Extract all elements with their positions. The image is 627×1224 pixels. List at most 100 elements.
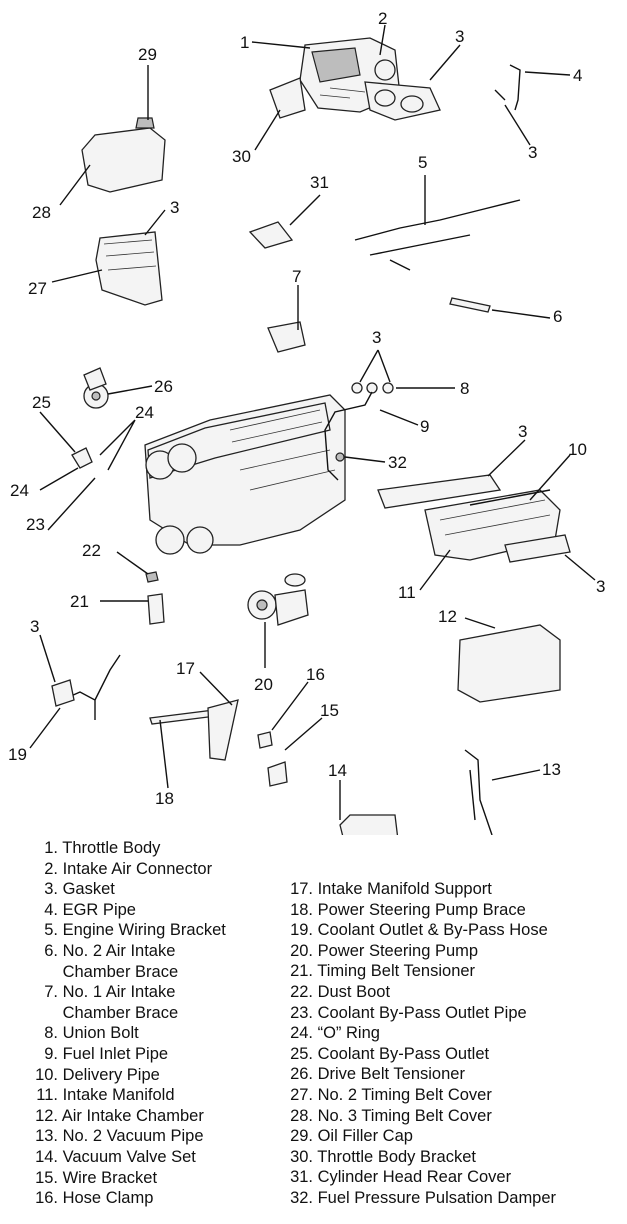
vacuum-pipe-drawing xyxy=(464,749,493,835)
legend-item-2: 2. Intake Air Connector xyxy=(44,859,213,878)
legend-item-1: 1. Throttle Body xyxy=(44,839,161,857)
hose-clamp-drawing xyxy=(257,731,273,749)
wire-bracket-drawing xyxy=(267,761,288,787)
callout-15: 15 xyxy=(320,701,339,720)
callout-29: 29 xyxy=(138,45,157,64)
legend-item-30: 30. Throttle Body Bracket xyxy=(290,1147,476,1166)
legend-item-6: 6. No. 2 Air Intake xyxy=(44,941,176,960)
manifold-support-drawing xyxy=(207,699,239,761)
lower-gasket-drawing xyxy=(504,534,571,563)
legend-item-7: 7. No. 1 Air Intake xyxy=(44,983,176,1002)
callout-6: 6 xyxy=(553,307,562,326)
timing-cover-3-drawing xyxy=(81,127,166,193)
callout-3g: 3 xyxy=(30,617,39,636)
callout-5: 5 xyxy=(418,153,427,172)
damper-drawing xyxy=(335,452,345,462)
legend-item-23: 23. Coolant By-Pass Outlet Pipe xyxy=(290,1003,527,1022)
legend-item-13: 13. No. 2 Vacuum Pipe xyxy=(35,1127,204,1146)
fuel-inlet-pipe-drawing xyxy=(324,382,394,481)
legend-item-27: 27. No. 2 Timing Belt Cover xyxy=(290,1085,492,1104)
callout-28: 28 xyxy=(32,203,51,222)
callout-10: 10 xyxy=(568,440,587,459)
callout-18: 18 xyxy=(155,789,174,808)
callout-3f: 3 xyxy=(596,577,605,596)
egr-pipe-drawing xyxy=(494,64,521,111)
legend-item-6-cont: Chamber Brace xyxy=(62,962,179,981)
dust-boot-drawing xyxy=(145,571,159,583)
coolant-outlet-drawing xyxy=(71,447,93,469)
callout-26: 26 xyxy=(154,377,173,396)
legend-item-32: 32. Fuel Pressure Pulsation Damper xyxy=(290,1188,557,1207)
callout-12: 12 xyxy=(438,607,457,626)
callout-7: 7 xyxy=(292,267,301,286)
leader-lines xyxy=(29,24,596,820)
callout-27: 27 xyxy=(28,279,47,298)
timing-belt-tensioner-drawing xyxy=(147,593,165,625)
legend-item-18: 18. Power Steering Pump Brace xyxy=(290,900,526,919)
callout-19: 19 xyxy=(8,745,27,764)
legend-item-20: 20. Power Steering Pump xyxy=(290,941,479,960)
throttle-body-bracket-drawing xyxy=(269,77,306,119)
legend-item-8: 8. Union Bolt xyxy=(44,1024,139,1043)
callout-8: 8 xyxy=(460,379,469,398)
legend-item-9: 9. Fuel Inlet Pipe xyxy=(44,1044,169,1063)
callout-4: 4 xyxy=(573,66,582,85)
callout-22: 22 xyxy=(82,541,101,560)
callout-23: 23 xyxy=(26,515,45,534)
legend-right-column: 17. Intake Manifold Support 18. Power St… xyxy=(285,879,615,1209)
manifold-gasket-drawing xyxy=(377,474,502,509)
callout-20: 20 xyxy=(254,675,273,694)
drive-belt-tensioner-drawing xyxy=(83,367,109,409)
callout-24b: 24 xyxy=(10,481,29,500)
engine-block-drawing xyxy=(144,394,346,555)
legend-item-11: 11. Intake Manifold xyxy=(36,1086,175,1105)
exploded-engine-diagram: 1 2 3 4 3 29 30 28 31 5 3 27 7 6 3 26 8 … xyxy=(8,9,605,835)
callout-14: 14 xyxy=(328,761,347,780)
legend-item-19: 19. Coolant Outlet & By-Pass Hose xyxy=(290,921,548,940)
legend-item-31: 31. Cylinder Head Rear Cover xyxy=(290,1168,512,1187)
legend-item-25: 25. Coolant By-Pass Outlet xyxy=(290,1044,490,1063)
callout-3e: 3 xyxy=(518,422,527,441)
power-steering-pump-drawing xyxy=(247,573,309,626)
legend-item-28: 28. No. 3 Timing Belt Cover xyxy=(290,1106,492,1125)
legend-item-5: 5. Engine Wiring Bracket xyxy=(44,921,226,940)
legend-item-17: 17. Intake Manifold Support xyxy=(290,880,492,898)
callout-25: 25 xyxy=(32,393,51,412)
callout-3d: 3 xyxy=(372,328,381,347)
brace-6-drawing xyxy=(449,297,491,313)
callout-3c: 3 xyxy=(170,198,179,217)
legend-item-15: 15. Wire Bracket xyxy=(35,1168,158,1187)
callout-30: 30 xyxy=(232,147,251,166)
legend-item-22: 22. Dust Boot xyxy=(290,982,391,1001)
callout-1: 1 xyxy=(240,33,249,52)
callout-16: 16 xyxy=(306,665,325,684)
legend-left-column: 1. Throttle Body 2. Intake Air Connector… xyxy=(30,838,295,1209)
callout-24a: 24 xyxy=(135,403,154,422)
legend-item-4: 4. EGR Pipe xyxy=(44,900,136,919)
callout-3a: 3 xyxy=(455,27,464,46)
legend-item-29: 29. Oil Filler Cap xyxy=(290,1127,413,1146)
callout-3b: 3 xyxy=(528,143,537,162)
wiring-bracket-drawing xyxy=(354,199,521,271)
vacuum-valve-set-drawing xyxy=(339,814,399,835)
air-intake-chamber-drawing xyxy=(457,624,561,703)
legend-item-12: 12. Air Intake Chamber xyxy=(35,1106,204,1125)
callout-21: 21 xyxy=(70,592,89,611)
callout-13: 13 xyxy=(542,760,561,779)
legend-item-3: 3. Gasket xyxy=(44,880,115,899)
callout-9: 9 xyxy=(420,417,429,436)
legend-item-7-cont: Chamber Brace xyxy=(62,1003,179,1022)
legend-item-16: 16. Hose Clamp xyxy=(35,1189,154,1208)
legend-item-26: 26. Drive Belt Tensioner xyxy=(290,1065,465,1084)
callout-32: 32 xyxy=(388,453,407,472)
callout-2: 2 xyxy=(378,9,387,28)
legend-item-14: 14. Vacuum Valve Set xyxy=(35,1147,196,1166)
legend-item-10: 10. Delivery Pipe xyxy=(35,1065,160,1084)
legend-item-24: 24. “O” Ring xyxy=(290,1024,380,1043)
gasket-top-drawing xyxy=(364,81,441,121)
brace-7-drawing xyxy=(267,321,306,353)
oil-filler-cap-drawing xyxy=(135,117,155,129)
head-rear-cover-drawing xyxy=(248,221,294,249)
legend-item-21: 21. Timing Belt Tensioner xyxy=(290,962,476,981)
callout-labels: 1 2 3 4 3 29 30 28 31 5 3 27 7 6 3 26 8 … xyxy=(8,9,605,808)
